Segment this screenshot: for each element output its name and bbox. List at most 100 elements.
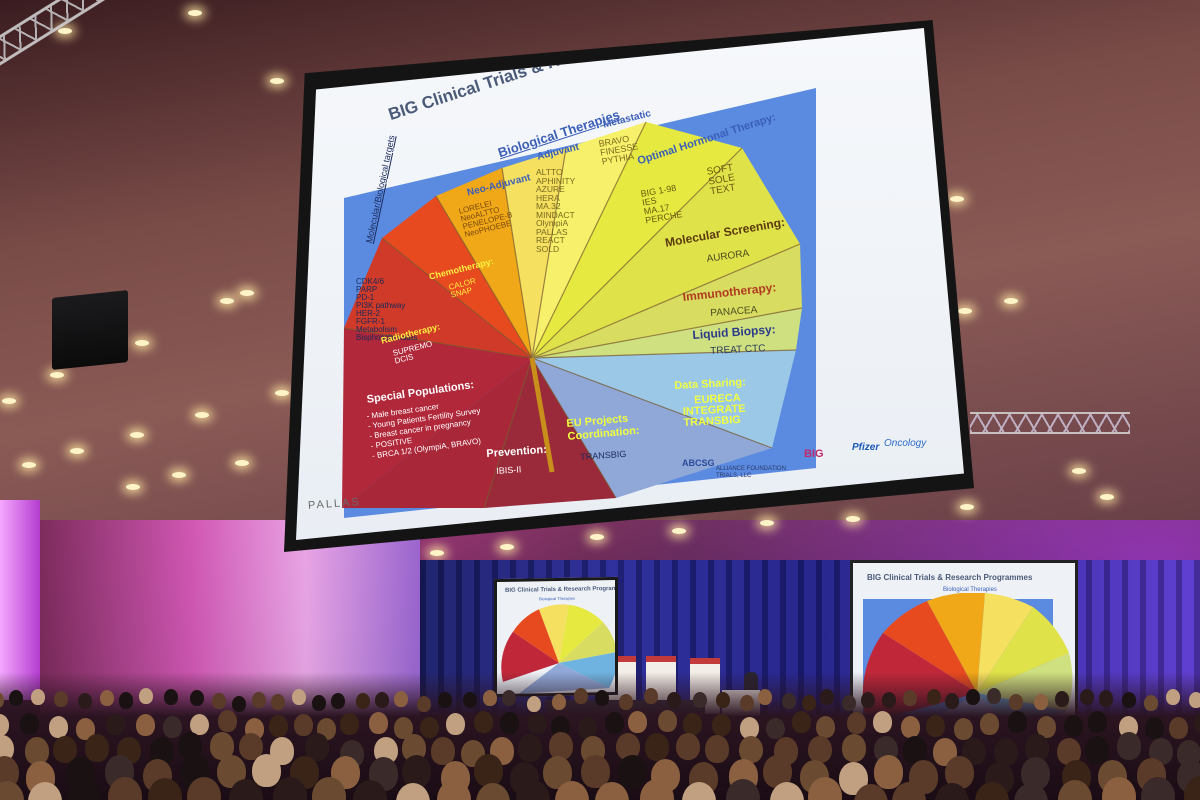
audience-head <box>792 710 812 733</box>
audience-head <box>1117 732 1142 760</box>
audience-head <box>1144 695 1159 712</box>
trial-item: FGFR-1 <box>356 317 385 326</box>
main-slide: BIG Clinical Trials & Research Programme… <box>296 28 964 540</box>
ceiling-light <box>195 412 209 418</box>
ceiling-light <box>2 398 16 404</box>
audience-head <box>518 733 543 762</box>
segment-hormonal-items-a: BIG 1-98 IES MA.17 PERCHE <box>640 183 683 226</box>
audience-head <box>340 713 360 735</box>
audience-head <box>980 712 1000 735</box>
audience-head <box>500 712 520 734</box>
logo-abcsg: ABCSG <box>682 458 715 468</box>
ceiling-light <box>188 10 202 16</box>
audience-head <box>644 688 659 705</box>
audience-head <box>1188 691 1200 709</box>
umbrella-handle <box>529 357 555 473</box>
audience-head <box>30 688 45 705</box>
audience-head <box>231 695 246 712</box>
audience-head <box>355 693 370 710</box>
audience-head <box>190 689 204 706</box>
trial-item: PI3K pathway <box>356 301 406 310</box>
audience-head <box>842 694 857 711</box>
ceiling-light <box>590 534 604 540</box>
audience-head <box>77 693 92 710</box>
audience-head <box>293 714 313 737</box>
audience-head <box>847 712 867 735</box>
ceiling-light <box>275 390 289 396</box>
audience-head <box>212 693 227 710</box>
audience-head <box>291 688 306 705</box>
audience-head <box>926 689 941 706</box>
audience-head <box>463 691 478 708</box>
audience-head <box>1054 690 1069 707</box>
trial-item: OlympiA <box>536 218 569 228</box>
segment-prevention-item: IBIS-II <box>496 464 522 476</box>
audience-head <box>375 691 390 708</box>
ceiling-light <box>760 520 774 526</box>
audience-head <box>108 777 143 800</box>
ceiling-light <box>672 528 686 534</box>
audience-head <box>617 754 647 789</box>
audience-head <box>67 779 102 800</box>
umbrella-chart <box>342 88 816 518</box>
ceiling-light <box>58 28 72 34</box>
audience-head <box>552 693 566 711</box>
audience-head <box>76 717 96 740</box>
trial-item: HER-2 <box>356 309 381 318</box>
segment-adjuvant-items: ALTTO APHINITY AZURE HERA MA.32 MINDACT … <box>536 168 575 253</box>
segment-molecular-items: CDK4/6 PARP PD-1 PI3K pathway HER-2 FGFR… <box>356 278 417 342</box>
audience-head <box>1013 782 1048 800</box>
audience-head <box>1121 691 1136 708</box>
ceiling-light <box>172 472 186 478</box>
trial-item: APHINITY <box>536 175 576 186</box>
audience-head <box>1009 693 1024 710</box>
audience-head <box>604 711 624 734</box>
ceiling-light <box>950 196 964 202</box>
audience-head <box>189 713 209 736</box>
audience-head <box>902 689 917 706</box>
audience-head <box>476 783 511 800</box>
segment-hormonal-items-b: SOFT SOLE TEXT <box>706 162 737 197</box>
segment-data-sharing-items: EURECA INTEGRATE TRANSBIG <box>682 392 746 429</box>
audience-head <box>1184 776 1200 800</box>
trial-item: PD-1 <box>356 293 375 302</box>
audience-head <box>483 689 498 706</box>
audience-head <box>28 782 63 800</box>
audience-head <box>311 695 326 712</box>
audience-head <box>430 737 455 765</box>
side-slide-title: BIG Clinical Trials & Research Programme… <box>867 573 1033 582</box>
audience-head <box>84 734 109 763</box>
audience-head <box>711 713 731 736</box>
audience-head <box>502 690 517 707</box>
audience-head <box>902 735 927 764</box>
audience-head <box>683 712 702 735</box>
audience-head <box>1165 688 1180 706</box>
trial-item: PARP <box>356 285 378 294</box>
audience-head <box>555 781 589 800</box>
audience-head <box>816 715 836 738</box>
audience-head <box>807 776 842 800</box>
side-slide-title: BIG Clinical Trials & Research Programme… <box>505 585 618 594</box>
audience-head <box>758 689 773 706</box>
audience-head <box>595 689 610 706</box>
ceiling-light <box>500 544 514 550</box>
audience-head <box>765 717 785 740</box>
trial-item: CDK4/6 <box>356 277 385 286</box>
audience-head <box>416 695 431 712</box>
audience-head <box>438 691 453 709</box>
audience-head <box>925 714 945 737</box>
audience-head <box>474 754 504 788</box>
trial-item: MINDACT <box>536 209 575 220</box>
audience-head <box>251 754 281 788</box>
audience-head <box>872 711 892 734</box>
trial-item: Bisphosphonates <box>356 333 418 342</box>
audience-head <box>218 710 238 733</box>
audience-head <box>420 716 440 739</box>
audience-head <box>1058 779 1093 800</box>
audience-head <box>578 717 598 740</box>
audience-head <box>861 691 876 709</box>
audience-head <box>682 782 717 800</box>
ceiling-light <box>960 504 974 510</box>
audience-head <box>704 735 729 763</box>
audience-head <box>53 691 68 708</box>
